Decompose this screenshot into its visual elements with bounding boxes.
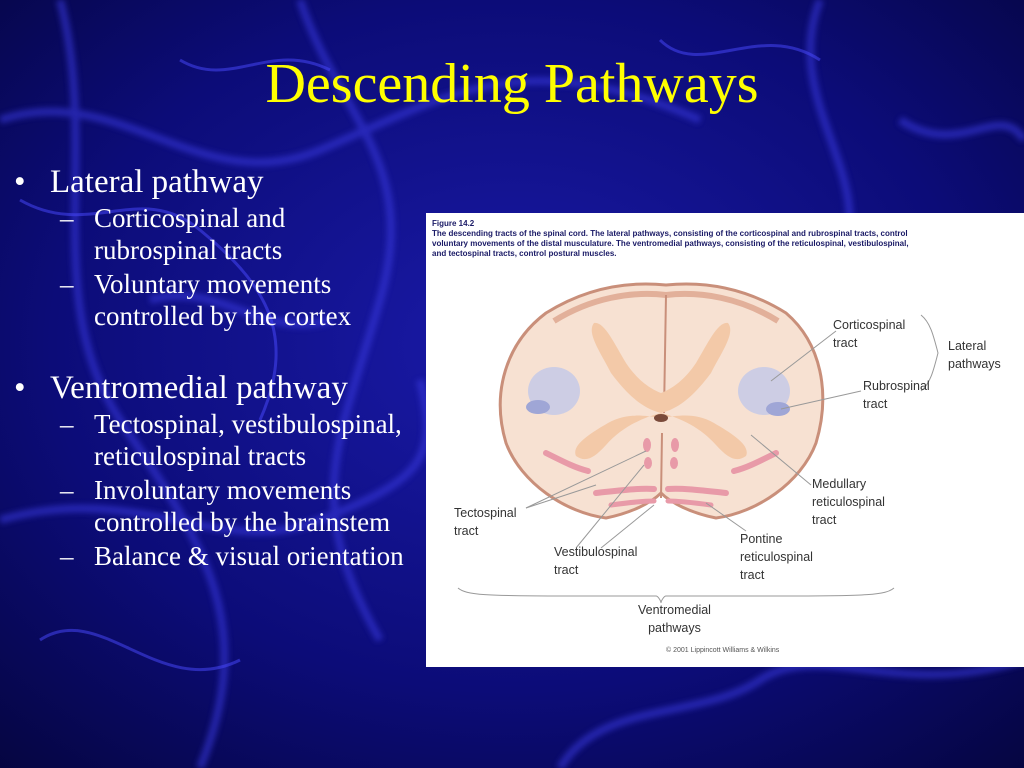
figure-caption: Figure 14.2 The descending tracts of the… (432, 219, 922, 259)
slide-title: Descending Pathways (265, 53, 759, 115)
figure-number: Figure 14.2 (432, 219, 475, 228)
rubrospinal-tract-left (526, 400, 550, 414)
label-vestibulospinal-tract: Vestibulospinal tract (554, 545, 638, 577)
lateral-brace (920, 314, 939, 392)
sub-bullet: – Involuntary movements controlled by th… (14, 474, 414, 538)
dash-marker: – (60, 409, 74, 439)
gray-matter (575, 322, 747, 460)
dash-marker: – (60, 203, 74, 233)
label-corticospinal-tract: Corticospinal tract (833, 318, 906, 350)
rubrospinal-tract-right (766, 402, 790, 416)
sub-bullet: – Tectospinal, vestibulospinal, reticulo… (14, 408, 414, 472)
label-ventromedial-pathways: Ventromedial pathways (638, 603, 711, 635)
sub-bullet: – Balance & visual orientation (14, 540, 414, 572)
label-pontine-reticulospinal: Pontine reticulospinal tract (740, 532, 813, 582)
sub-bullet-text: Involuntary movements controlled by the … (94, 475, 391, 537)
copyright-notice: © 2001 Lippincott Williams & Wilkins (666, 647, 780, 654)
label-lateral-pathways: Lateral pathways (948, 339, 1001, 371)
bullet-text: Ventromedial pathway (50, 370, 348, 406)
sub-bullet-text: Tectospinal, vestibulospinal, reticulosp… (94, 409, 402, 471)
bullet-marker: • (14, 370, 26, 406)
figure-caption-text: The descending tracts of the spinal cord… (432, 229, 909, 258)
label-medullary-reticulospinal: Medullary reticulospinal tract (812, 477, 885, 527)
spinal-cord-figure: Figure 14.2 The descending tracts of the… (426, 213, 1024, 667)
bullet-marker: • (14, 164, 26, 200)
label-rubrospinal-tract: Rubrospinal tract (863, 379, 930, 411)
sub-bullet-text: Balance & visual orientation (94, 541, 404, 571)
dash-marker: – (60, 541, 74, 571)
sub-bullet-text: Voluntary movements controlled by the co… (94, 269, 352, 331)
dash-marker: – (60, 475, 74, 505)
bullet-text: Lateral pathway (50, 164, 264, 200)
sub-bullet-text: Corticospinal and rubrospinal tracts (94, 203, 286, 265)
bullet-lateral-pathway: • Lateral pathway (14, 164, 414, 200)
bullet-ventromedial-pathway: • Ventromedial pathway (14, 370, 414, 406)
bullet-list: • Lateral pathway – Corticospinal and ru… (14, 164, 414, 572)
spinal-cord-diagram (457, 282, 939, 604)
sub-bullet: – Voluntary movements controlled by the … (14, 268, 414, 332)
central-canal (654, 414, 668, 422)
ventromedial-brace (457, 587, 895, 604)
label-tectospinal-tract: Tectospinal tract (454, 506, 517, 538)
dash-marker: – (60, 269, 74, 299)
sub-bullet: – Corticospinal and rubrospinal tracts (14, 202, 414, 266)
